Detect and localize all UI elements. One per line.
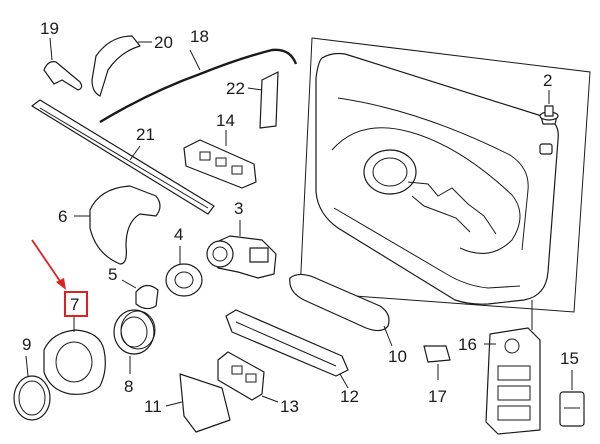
- door-trim-panel: [315, 52, 559, 305]
- part-9-seal-ring: [13, 375, 51, 421]
- panel-frame-outline: [299, 37, 591, 313]
- callout-6: 6: [58, 207, 67, 226]
- callout-14: 14: [216, 111, 235, 130]
- part-19-hook: [43, 61, 83, 91]
- highlight-arrowhead: [56, 278, 66, 290]
- part-17-clip: [423, 345, 451, 363]
- part-14-switch-block: [183, 139, 257, 189]
- door-panel-assembly: [299, 37, 591, 313]
- callout-8: 8: [124, 377, 133, 396]
- part-6-handle-cover: [89, 185, 161, 265]
- part-2-clip: [539, 105, 559, 125]
- callout-15: 15: [560, 349, 579, 368]
- callout-5: 5: [108, 265, 117, 284]
- part-10-seal-gasket: [289, 273, 390, 332]
- callout-22: 22: [226, 79, 245, 98]
- callout-11: 11: [144, 397, 162, 416]
- callout-2: 2: [543, 71, 552, 90]
- part-21-window-strip: [31, 99, 215, 215]
- callout-18: 18: [190, 27, 209, 46]
- part-4-handle-bezel: [165, 263, 203, 297]
- callout-20: 20: [154, 33, 173, 52]
- callout-16: 16: [458, 335, 477, 354]
- callout-19: 19: [40, 19, 59, 38]
- callout-17: 17: [428, 387, 447, 406]
- part-20-bracket: [91, 35, 141, 97]
- speaker-grille: [363, 149, 417, 195]
- part-13-window-switch: [217, 351, 265, 401]
- part-8-speaker-ring: [113, 309, 156, 355]
- part-16-switch-panel: [485, 327, 541, 435]
- part-18-cable: [99, 48, 298, 124]
- callout-3: 3: [234, 199, 243, 218]
- callout-7: 7: [70, 295, 79, 314]
- callout-12: 12: [340, 387, 359, 406]
- highlight-box: [64, 291, 88, 317]
- part-5-cover-cap: [135, 284, 159, 310]
- part-3-handle-mechanism: [206, 235, 277, 279]
- part-22-corner-trim: [259, 71, 279, 129]
- callout-21: 21: [136, 125, 155, 144]
- callout-10: 10: [388, 347, 407, 366]
- part-11-panel-cover: [179, 373, 231, 433]
- callout-13: 13: [280, 397, 299, 416]
- highlight-arrow: [31, 239, 63, 285]
- part-15-switch-button: [559, 391, 585, 427]
- part-7-ring-trim: [43, 329, 106, 395]
- part-12-armrest-strip: [225, 309, 349, 377]
- callout-9: 9: [22, 335, 31, 354]
- callout-4: 4: [174, 225, 183, 244]
